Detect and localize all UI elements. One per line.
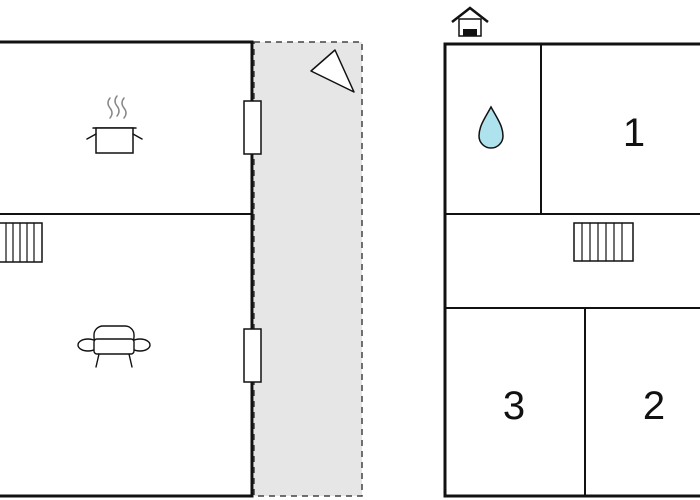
upper-floor: 1 2 3 [443,6,700,498]
room-number-3: 3 [503,384,525,428]
staircase-icon [573,222,634,262]
terrace-triangle-icon [310,49,355,93]
cooking-pot-icon [86,95,143,154]
room-number-1: 1 [623,111,645,155]
ground-floor [0,40,363,498]
water-drop-icon [478,105,504,149]
terrace-door-upper [243,100,262,155]
ground-floor-outer-wall [0,40,254,498]
terrace-area [253,41,363,497]
upper-floor-outer-wall [443,42,700,498]
house-icon [451,6,489,37]
staircase-icon [0,222,43,263]
terrace-door-lower [243,328,262,383]
sofa-icon [77,325,151,368]
room-number-2: 2 [643,384,665,428]
